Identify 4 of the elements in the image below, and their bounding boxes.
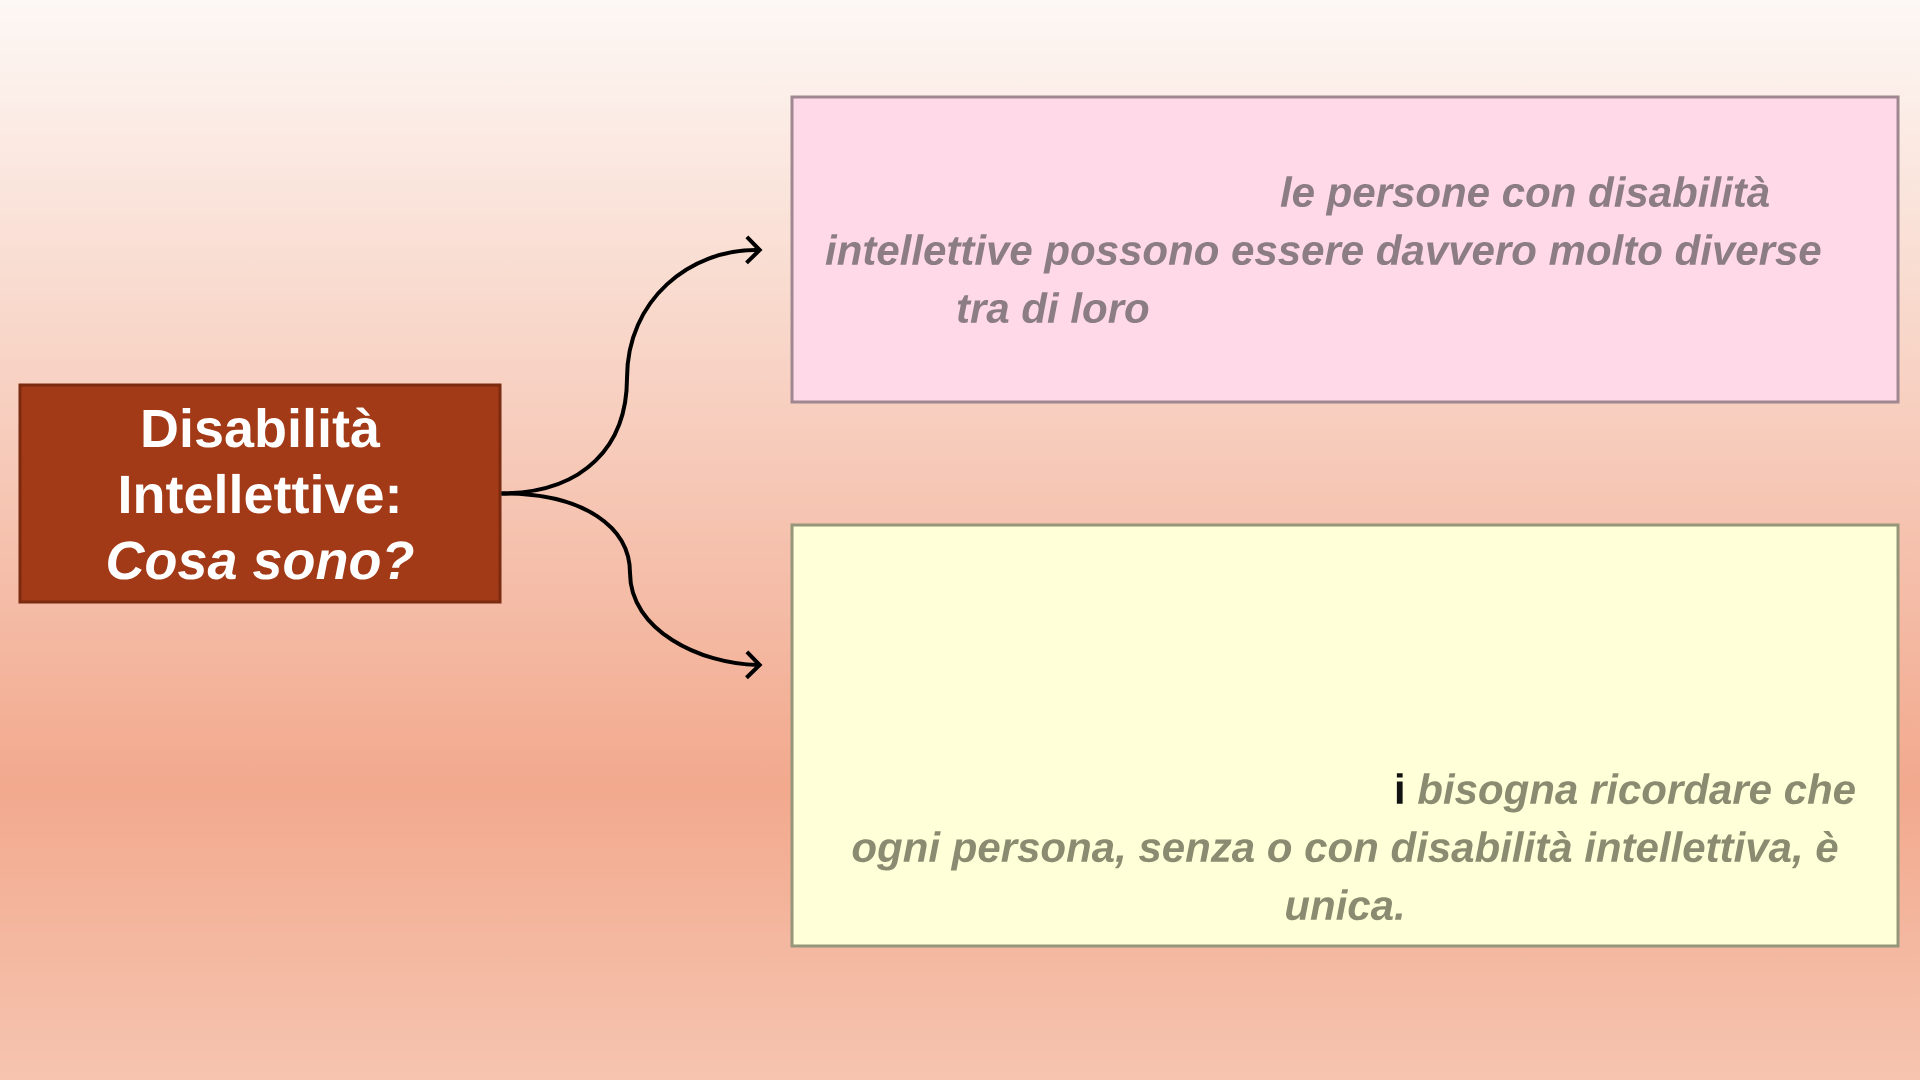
- title-box: Disabilità Intellettive: Cosa sono?: [18, 383, 502, 604]
- text-box: i bisogna ricordare che ogni persona, senza o con disabilità intellettiva, è unica.: [790, 523, 1900, 948]
- curved-arrow: [501, 491, 763, 680]
- text-box: le persone con disabilità intellettive possono essere davvero molto diverse tra di loro: [790, 95, 1900, 404]
